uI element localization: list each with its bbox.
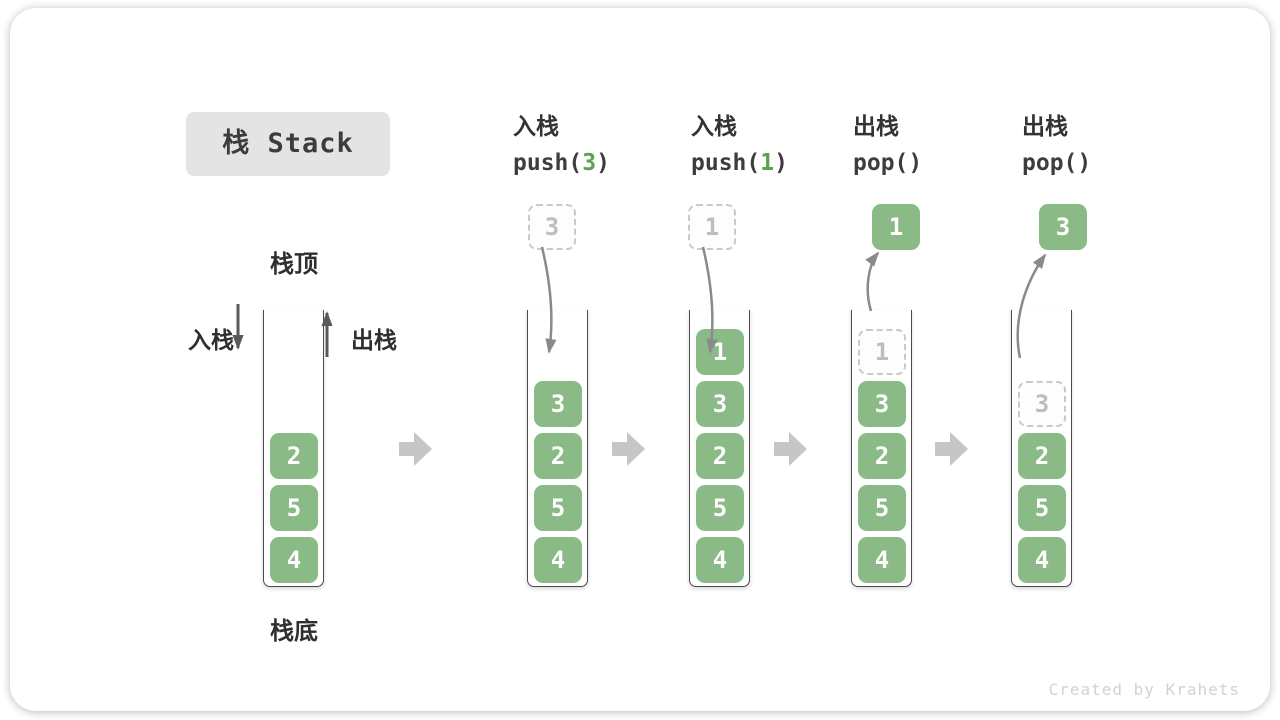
stack-cell: 2 xyxy=(858,433,906,479)
next-state-arrow xyxy=(399,432,432,466)
code-suffix: ) xyxy=(1077,150,1092,176)
next-state-arrow xyxy=(774,432,807,466)
ghost-cell: 3 xyxy=(1018,381,1066,427)
operation-pop-1: 出栈 pop() xyxy=(853,113,922,177)
operation-name: 出栈 xyxy=(853,113,899,139)
push-side-label: 入栈 xyxy=(188,327,234,353)
floating-push-cell: 3 xyxy=(528,204,576,250)
code-prefix: pop( xyxy=(1022,150,1078,176)
code-arg: 1 xyxy=(760,150,775,176)
pop-side-label: 出栈 xyxy=(351,327,397,353)
code-prefix: pop( xyxy=(853,150,909,176)
stack-cell: 2 xyxy=(534,433,582,479)
stack-cell: 3 xyxy=(858,381,906,427)
stack-cell: 4 xyxy=(1018,537,1066,583)
code-prefix: push( xyxy=(691,150,761,176)
stack-cell: 3 xyxy=(696,381,744,427)
operation-push-3: 入栈 push(3) xyxy=(513,113,610,177)
operation-code: push(3) xyxy=(513,150,610,176)
diagram-card: 栈 Stack 入栈 push(3) 入栈 push(1) 出栈 pop() 出… xyxy=(10,8,1270,711)
stack-cell: 2 xyxy=(696,433,744,479)
watermark: Created by Krahets xyxy=(1048,680,1240,699)
stack-cell: 5 xyxy=(858,485,906,531)
stack-cell: 5 xyxy=(534,485,582,531)
pop-arrow xyxy=(865,251,880,312)
operation-name: 出栈 xyxy=(1022,113,1068,139)
stack-cell: 4 xyxy=(696,537,744,583)
code-suffix: ) xyxy=(596,150,610,176)
code-arg: 3 xyxy=(582,150,597,176)
stack-cell: 5 xyxy=(696,485,744,531)
stack-cell: 2 xyxy=(1018,433,1066,479)
operation-name: 入栈 xyxy=(691,113,737,139)
operation-code: pop() xyxy=(1022,150,1091,176)
code-suffix: ) xyxy=(774,150,788,176)
code-prefix: push( xyxy=(513,150,583,176)
ghost-cell: 1 xyxy=(858,329,906,375)
next-state-arrow xyxy=(612,432,645,466)
stack-cell: 1 xyxy=(696,329,744,375)
operation-pop-2: 出栈 pop() xyxy=(1022,113,1091,177)
stack-cell: 4 xyxy=(534,537,582,583)
floating-pop-cell: 3 xyxy=(1039,204,1087,250)
code-suffix: ) xyxy=(908,150,923,176)
floating-push-cell: 1 xyxy=(688,204,736,250)
operation-push-1: 入栈 push(1) xyxy=(691,113,788,177)
operation-code: push(1) xyxy=(691,150,788,176)
stack-cell: 5 xyxy=(1018,485,1066,531)
stack-bottom-label: 栈底 xyxy=(270,618,318,645)
stack-top-label: 栈顶 xyxy=(270,251,318,278)
stack-cell: 3 xyxy=(534,381,582,427)
floating-pop-cell: 1 xyxy=(872,204,920,250)
operation-code: pop() xyxy=(853,150,922,176)
stack-cell: 5 xyxy=(270,485,318,531)
next-state-arrow xyxy=(935,432,968,466)
operation-name: 入栈 xyxy=(513,113,559,139)
stack-cell: 2 xyxy=(270,433,318,479)
title-badge: 栈 Stack xyxy=(186,112,390,176)
stack-cell: 4 xyxy=(270,537,318,583)
stack-cell: 4 xyxy=(858,537,906,583)
